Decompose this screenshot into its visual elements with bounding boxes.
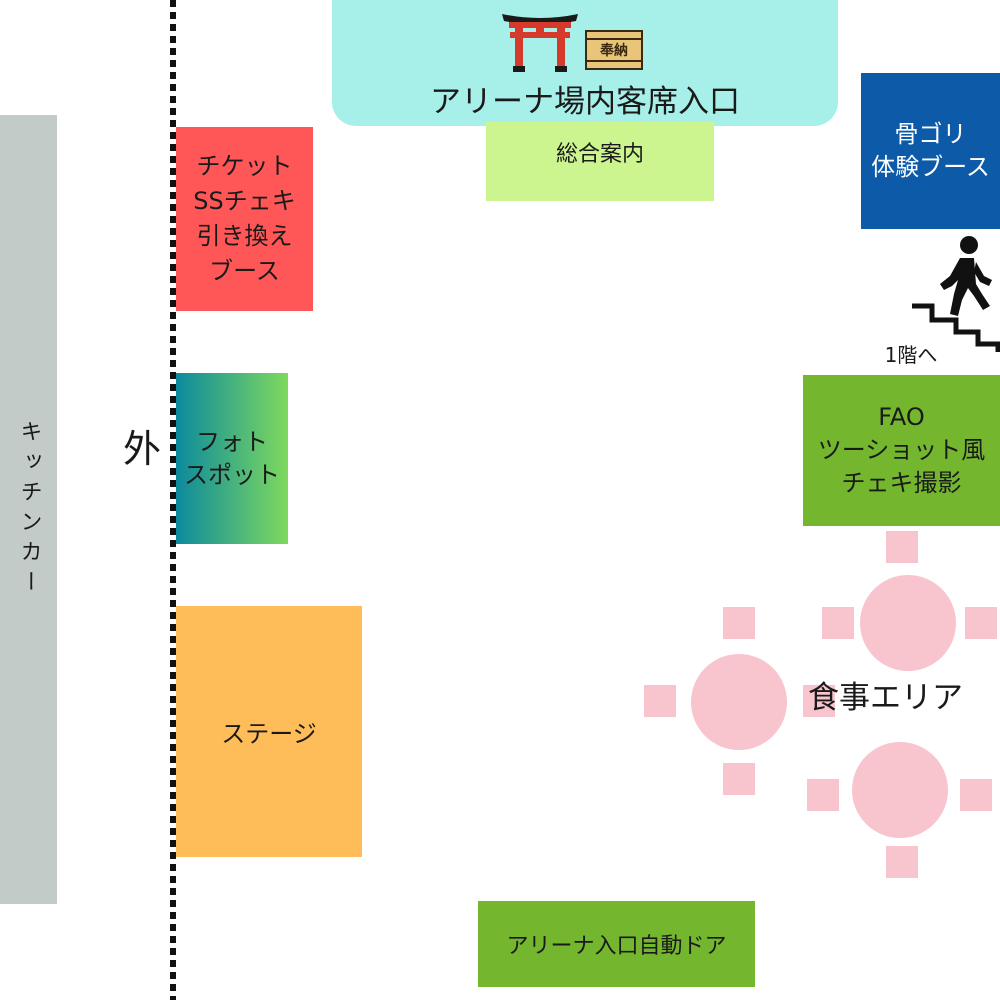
dining-chair <box>960 779 992 811</box>
dining-chair <box>807 779 839 811</box>
dining-chair <box>803 685 835 717</box>
dining-chair <box>723 607 755 639</box>
ticket-exchange-booth: チケット SSチェキ 引き換え ブース <box>176 127 313 311</box>
general-info-booth: 総合案内 <box>486 122 714 201</box>
kitchen-car-label: キッチンカー <box>16 419 42 600</box>
stairs-up-person-icon <box>912 236 1000 352</box>
dining-chair <box>822 607 854 639</box>
dining-table-left <box>691 654 787 750</box>
dining-table-bottom-right <box>852 742 948 838</box>
bone-golf-experience-booth: 骨ゴリ 体験ブース <box>861 73 1000 229</box>
hono-plaque-icon: 奉納 <box>585 30 643 70</box>
to-first-floor-label: 1階へ <box>884 342 938 367</box>
hono-plaque-text: 奉納 <box>600 43 628 59</box>
dining-table-top-right <box>860 575 956 671</box>
dining-chair <box>886 846 918 878</box>
dining-chair <box>886 531 918 563</box>
fao-two-shot-cheki-booth: FAO ツーショット風 チェキ撮影 <box>803 375 1000 526</box>
dining-chair <box>644 685 676 717</box>
photo-spot: フォト スポット <box>176 373 288 544</box>
arena-entrance-auto-door: アリーナ入口自動ドア <box>478 901 755 987</box>
dining-area-label: 食事エリア <box>808 679 963 716</box>
kitchen-car-area: キッチンカー <box>0 115 57 904</box>
outer-wall-dotted-line <box>170 0 176 1000</box>
outside-label: 外 <box>122 426 161 471</box>
dining-chair <box>723 763 755 795</box>
torii-gate-icon <box>502 14 578 72</box>
dining-chair <box>965 607 997 639</box>
seat-entrance-label: アリーナ場内客席入口 <box>430 83 740 120</box>
stage: ステージ <box>176 606 362 857</box>
